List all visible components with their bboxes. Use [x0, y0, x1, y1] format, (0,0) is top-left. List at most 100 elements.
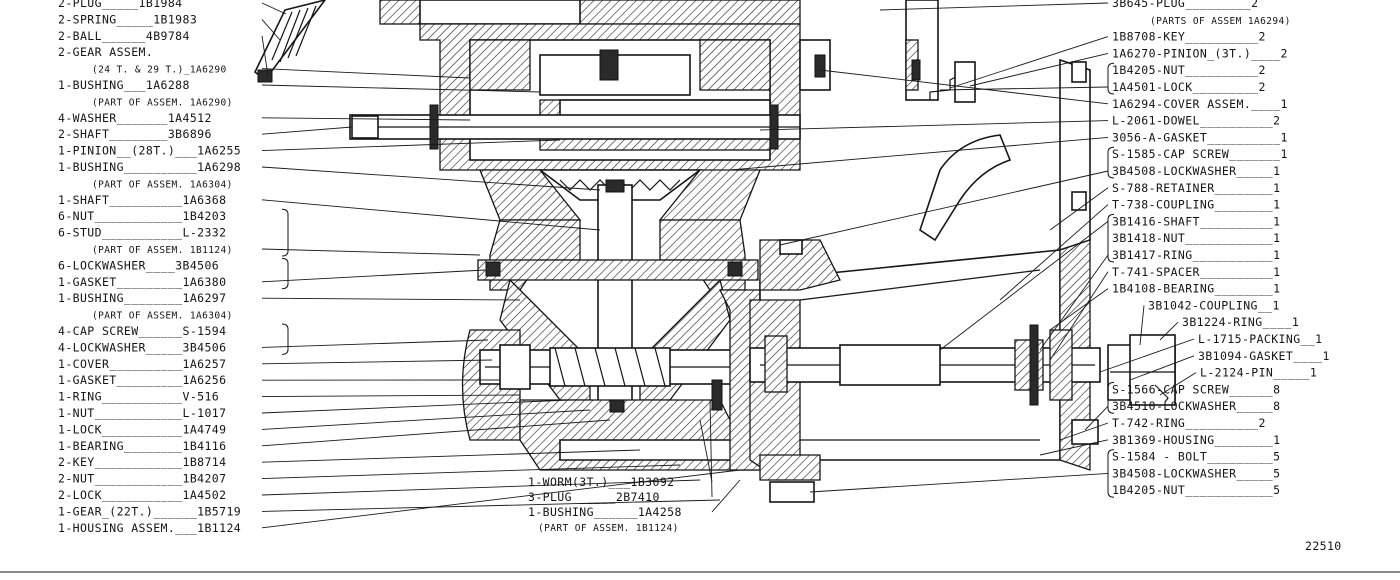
right-label: 3B4510-LOCKWASHER_____8: [1112, 399, 1280, 413]
right-label: 3B1418-NUT____________1: [1112, 231, 1280, 245]
bottom-label: 1-WORM(3T.)___1B3092: [528, 475, 674, 489]
group-brace: [1107, 62, 1115, 95]
left-label: (PART OF ASSEM. 1B1124): [92, 245, 233, 256]
left-label: 1-BUSHING__________1A6298: [58, 160, 241, 174]
leader-line: [261, 419, 611, 447]
right-label: 3B1416-SHAFT__________1: [1112, 214, 1280, 228]
leader-line: [939, 221, 1109, 351]
left-label: 2-GEAR ASSEM.: [58, 45, 153, 59]
right-label: S-1585-CAP SCREW_______1: [1112, 147, 1288, 161]
right-label: (PARTS OF ASSEM 1A6294): [1150, 16, 1291, 27]
leader-line: [261, 84, 541, 93]
leader-line: [1099, 338, 1195, 373]
leader-line: [969, 52, 1109, 87]
left-callout-labels: 2-PLUG_____1B19842-SPRING_____1B19832-BA…: [58, 0, 741, 535]
leader-line: [261, 126, 353, 135]
left-label: 1-PINION__(28T.)___1A6255: [58, 144, 241, 158]
leader-line: [1159, 321, 1179, 341]
left-label: 4-WASHER_______1A4512: [58, 111, 212, 125]
output-housing: [749, 58, 1176, 503]
right-label: 1A4501-LOCK_________2: [1112, 80, 1266, 94]
left-label: 2-NUT____________1B4207: [58, 472, 226, 486]
figure-number: 22510: [1305, 539, 1342, 553]
leader-line: [729, 136, 1109, 171]
group-brace: [1107, 146, 1115, 179]
leader-line: [699, 419, 713, 483]
left-label: 1-GASKET_________1A6380: [58, 275, 226, 289]
bottom-label: 3-PLUG______2B7410: [528, 490, 660, 504]
leader-line: [261, 35, 269, 77]
left-label: 2-SHAFT________3B6896: [58, 127, 212, 141]
left-label: (PART OF ASSEM. 1A6290): [92, 97, 233, 108]
left-label: (24 T. & 29 T.)_1A6290: [92, 65, 227, 76]
leader-line: [1084, 405, 1109, 431]
leader-line: [949, 36, 1109, 89]
left-label: 1-GASKET_________1A6256: [58, 373, 226, 387]
group-brace: [281, 257, 289, 290]
left-label: 2-PLUG_____1B1984: [58, 0, 183, 10]
leader-line: [261, 399, 571, 414]
leader-line: [1049, 271, 1109, 361]
left-label: 1-BUSHING________1A6297: [58, 291, 226, 305]
left-label: 1-COVER__________1A6257: [58, 357, 226, 371]
leader-line: [261, 2, 287, 15]
right-label: L-2124-PIN_____1: [1200, 366, 1317, 380]
right-label: 3B645-PLUG_________2: [1112, 0, 1258, 10]
leader-line: [809, 472, 1109, 493]
left-label: 4-LOCKWASHER_____3B4506: [58, 340, 226, 354]
right-label: 1B4108-BEARING________1: [1112, 282, 1280, 296]
leader-line: [261, 297, 521, 301]
left-label: 2-BALL______4B9784: [58, 29, 190, 43]
leader-line: [261, 449, 641, 463]
right-label: 1B4205-NUT____________5: [1112, 483, 1280, 497]
leader-line: [1059, 422, 1109, 441]
left-label: 1-BEARING________1B4116: [58, 439, 226, 453]
leader-line: [261, 479, 701, 496]
leader-line: [819, 69, 1109, 105]
worm-and-gear-housing: [461, 289, 761, 471]
bottom-label: (PART OF ASSEM. 1B1124): [538, 523, 679, 534]
leader-line: [759, 120, 1109, 131]
group-brace: [281, 323, 289, 355]
left-label: 1-RING___________V-516: [58, 390, 219, 404]
left-label: 4-CAP SCREW______S-1594: [58, 324, 226, 338]
left-label: 1-BUSHING___1A6288: [58, 78, 190, 92]
leader-line: [939, 86, 1109, 91]
right-label: 1B8708-KEY__________2: [1112, 30, 1266, 44]
right-label: 3B1417-RING___________1: [1112, 248, 1280, 262]
right-label: 3B1094-GASKET____1: [1198, 349, 1330, 363]
plug-spring-ball-detail: [254, 0, 326, 83]
leader-line: [711, 479, 741, 513]
leader-line: [261, 394, 521, 398]
right-callout-labels: 3B645-PLUG_________2 (PARTS OF ASSEM 1A62…: [729, 0, 1330, 498]
right-label: S-1566-CAP SCREW______8: [1112, 382, 1280, 396]
leader-line: [1049, 187, 1109, 231]
leader-line: [261, 499, 721, 512]
leader-line: [999, 204, 1109, 301]
leader-line: [1129, 355, 1195, 381]
leader-line: [261, 248, 481, 256]
upper-gear-case: [349, 0, 831, 221]
leader-line: [1039, 439, 1109, 456]
leader-line: [261, 117, 471, 121]
right-label: S-1584 - BOLT_________5: [1112, 450, 1280, 464]
leader-line: [261, 269, 486, 283]
leader-line: [779, 170, 1109, 246]
left-label: (PART OF ASSEM. 1A6304): [92, 179, 233, 190]
right-label: S-788-RETAINER________1: [1112, 181, 1280, 195]
bottom-callout-labels: 1-WORM(3T.)___1B30923-PLUG______2B74101-…: [528, 399, 741, 534]
right-label: T-742-RING__________2: [1112, 416, 1266, 430]
leader-line: [261, 464, 681, 480]
right-label: L-1715-PACKING__1: [1198, 332, 1323, 346]
leader-line: [261, 409, 591, 430]
key-pinion-detail: [905, 0, 976, 103]
left-label: 1-LOCK___________1A4749: [58, 422, 226, 436]
left-label: 6-STUD___________L-2332: [58, 226, 226, 240]
leader-line: [1139, 305, 1145, 346]
right-label: 3B1369-HOUSING________1: [1112, 433, 1280, 447]
right-label: 3056-A-GASKET__________1: [1112, 130, 1288, 144]
left-label: 2-KEY____________1B8714: [58, 455, 226, 469]
right-label: 3B4508-LOCKWASHER_____5: [1112, 466, 1280, 480]
